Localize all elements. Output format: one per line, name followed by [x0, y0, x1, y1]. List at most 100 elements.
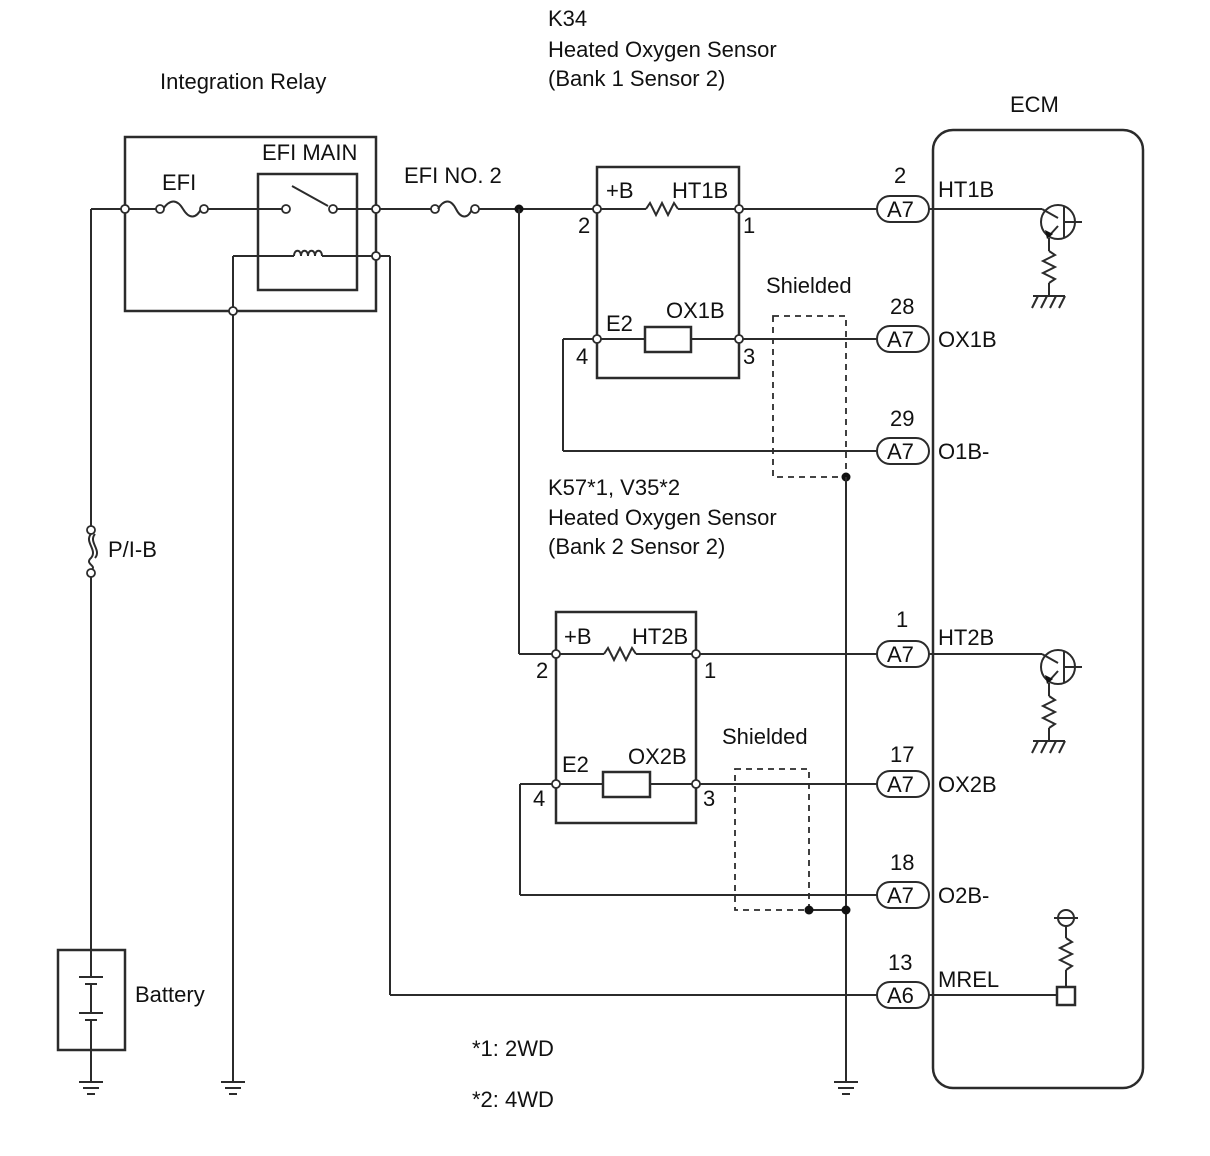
- ecm-box: [931, 128, 1145, 1090]
- oxygen-element-icon: [643, 325, 693, 354]
- sensor-2-e2: E2: [562, 752, 589, 777]
- sensor-1-pin-3: [734, 334, 744, 344]
- integration-relay-title: Integration Relay: [160, 69, 326, 94]
- ground-icon: [1031, 740, 1066, 754]
- shield-2-outline: [734, 768, 810, 911]
- pin-number: 1: [896, 607, 908, 632]
- shield-junction-dot: [804, 905, 814, 915]
- terminal-name: O1B-: [938, 439, 989, 464]
- ecm-terminal-ox2b: 17 A7 OX2B: [876, 742, 997, 798]
- pin-number: 13: [888, 950, 912, 975]
- connector-label: A7: [887, 883, 914, 908]
- sensor-2-heater-label: HT2B: [632, 624, 688, 649]
- mrel-output-icon: [1055, 985, 1077, 1007]
- relay-coil-icon: [293, 249, 323, 257]
- sensor-2-position: (Bank 2 Sensor 2): [548, 534, 725, 559]
- sensor-1-pin-4: [592, 334, 602, 344]
- sensor-2-pin-1-label: 1: [704, 658, 716, 683]
- heater-resistor-icon: [645, 200, 679, 218]
- efi-no2-label: EFI NO. 2: [404, 163, 502, 188]
- terminal-name: OX1B: [938, 327, 997, 352]
- ground-icon: [834, 1081, 858, 1095]
- sensor-1-pin-2-label: 2: [578, 213, 590, 238]
- sensor-2-name: Heated Oxygen Sensor: [548, 505, 777, 530]
- transistor-icon: [1040, 204, 1082, 240]
- sensor-2-signal-label: OX2B: [628, 744, 687, 769]
- pin-number: 29: [890, 406, 914, 431]
- sensor-2-box: [554, 610, 698, 825]
- connector-badge: [876, 325, 930, 353]
- sensor-2-pin-4-label: 4: [533, 786, 545, 811]
- shield-junction-dot: [841, 905, 851, 915]
- ecm-terminal-o1b-minus: 29 A7 O1B-: [876, 406, 989, 465]
- transistor-icon: [1040, 649, 1082, 685]
- shielded-1-label: Shielded: [766, 273, 852, 298]
- sensor-1-name: Heated Oxygen Sensor: [548, 37, 777, 62]
- note-2wd: *1: 2WD: [472, 1036, 554, 1061]
- ecm-terminal-ox1b: 28 A7 OX1B: [876, 294, 997, 353]
- connector-badge: [876, 437, 930, 465]
- fusible-link-icon: [86, 525, 98, 578]
- sensor-2-pin-2-label: 2: [536, 658, 548, 683]
- sensor-2-pin-1: [691, 649, 701, 659]
- heater-resistor-icon: [603, 645, 637, 663]
- sensor-2-plus-b: +B: [564, 624, 592, 649]
- terminal-name: O2B-: [938, 883, 989, 908]
- pin-number: 18: [890, 850, 914, 875]
- relay-terminal: [371, 204, 381, 214]
- sensor-1-position: (Bank 1 Sensor 2): [548, 66, 725, 91]
- pin-number: 28: [890, 294, 914, 319]
- efi-fuse-icon: [155, 200, 209, 218]
- relay-terminal: [120, 204, 130, 214]
- ecm-terminal-mrel: 13 A6 MREL: [876, 950, 1057, 1009]
- connector-label: A6: [887, 983, 914, 1008]
- sensor-1-pin-1: [734, 204, 744, 214]
- connector-label: A7: [887, 642, 914, 667]
- terminal-name: HT1B: [938, 177, 994, 202]
- connector-badge: [876, 881, 930, 909]
- integration-relay-box: [123, 135, 378, 313]
- sensor-1-signal-label: OX1B: [666, 298, 725, 323]
- ground-icon: [1031, 295, 1066, 309]
- pin-number: 17: [890, 742, 914, 767]
- efi-no2-fuse-icon: [430, 200, 480, 218]
- connector-label: A7: [887, 439, 914, 464]
- sensor-2-pin-3-label: 3: [703, 786, 715, 811]
- sensor-1-pin-3-label: 3: [743, 344, 755, 369]
- pib-label: P/I-B: [108, 537, 157, 562]
- ground-icon: [79, 1081, 103, 1095]
- efi-fuse-label: EFI: [162, 170, 196, 195]
- oxygen-element-icon: [601, 770, 652, 799]
- ground-icon: [221, 1081, 245, 1095]
- ecm-terminal-ht2b: 1 A7 HT2B: [876, 607, 1042, 668]
- sensor-1-pin-1-label: 1: [743, 213, 755, 238]
- sensor-2-pin-3: [691, 779, 701, 789]
- sensor-1-plus-b: +B: [606, 178, 634, 203]
- ecm-resistor-icon: [1040, 695, 1058, 729]
- connector-label: A7: [887, 327, 914, 352]
- sensor-2-pin-4: [551, 779, 561, 789]
- terminal-name: MREL: [938, 967, 999, 992]
- terminal-name: OX2B: [938, 772, 997, 797]
- ecm-terminal-o2b-minus: 18 A7 O2B-: [876, 850, 989, 909]
- ecm-title: ECM: [1010, 92, 1059, 117]
- battery-label: Battery: [135, 982, 205, 1007]
- relay-terminal: [228, 306, 238, 316]
- connector-label: A7: [887, 197, 914, 222]
- battery-icon: [79, 950, 103, 1050]
- sensor-2-pin-2: [551, 649, 561, 659]
- sensor-1-pin-4-label: 4: [576, 344, 588, 369]
- sensor-1-pin-2: [592, 204, 602, 214]
- ecm-resistor-icon: [1057, 937, 1075, 971]
- efi-main-relay-box: [256, 172, 359, 292]
- sensor-1-heater-label: HT1B: [672, 178, 728, 203]
- terminal-name: HT2B: [938, 625, 994, 650]
- connector-badge: [876, 770, 930, 798]
- efi-main-label: EFI MAIN: [262, 140, 357, 165]
- sensor-1-code: K34: [548, 6, 587, 31]
- sensor-1-box: [595, 165, 741, 380]
- shielded-2-label: Shielded: [722, 724, 808, 749]
- sensor-2-code: K57*1, V35*2: [548, 475, 680, 500]
- sensor-1-e2: E2: [606, 311, 633, 336]
